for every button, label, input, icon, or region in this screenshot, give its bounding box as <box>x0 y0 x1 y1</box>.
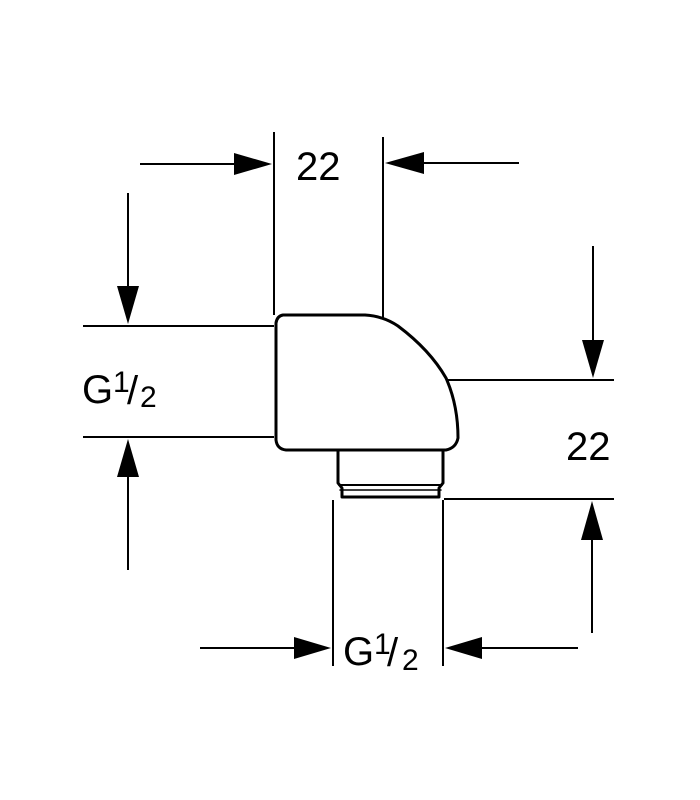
arrow-top-right <box>385 152 424 174</box>
bottom-thread-slash: / <box>387 631 399 675</box>
arrow-bottom-right <box>445 637 482 659</box>
elbow-body-outline <box>274 313 460 452</box>
left-thread-slash: / <box>127 369 139 413</box>
left-thread-denominator: 2 <box>140 381 157 414</box>
arrow-right-lower <box>581 501 603 540</box>
dimension-leaders <box>127 162 594 649</box>
dimension-bottom-thread: G 1 / 2 <box>343 628 419 677</box>
dimension-left-thread: G 1 / 2 <box>82 366 157 414</box>
dimension-top-width: 22 <box>296 145 341 189</box>
bottom-thread-numerator: 1 <box>374 628 391 661</box>
bottom-thread-denominator: 2 <box>402 644 419 677</box>
bottom-thread-base: G <box>343 630 374 674</box>
left-thread-numerator: 1 <box>113 366 130 399</box>
arrowheads <box>117 152 604 659</box>
arrow-left-upper <box>117 286 139 324</box>
extension-lines <box>83 132 614 666</box>
arrow-top-left <box>234 153 272 175</box>
outlet-thread-outline <box>336 448 445 499</box>
dimension-right-height: 22 <box>566 425 611 469</box>
left-thread-base: G <box>82 368 113 412</box>
arrow-right-upper <box>582 340 604 378</box>
arrow-bottom-left <box>294 637 331 659</box>
arrow-left-lower <box>117 439 139 477</box>
elbow-part <box>274 313 460 499</box>
